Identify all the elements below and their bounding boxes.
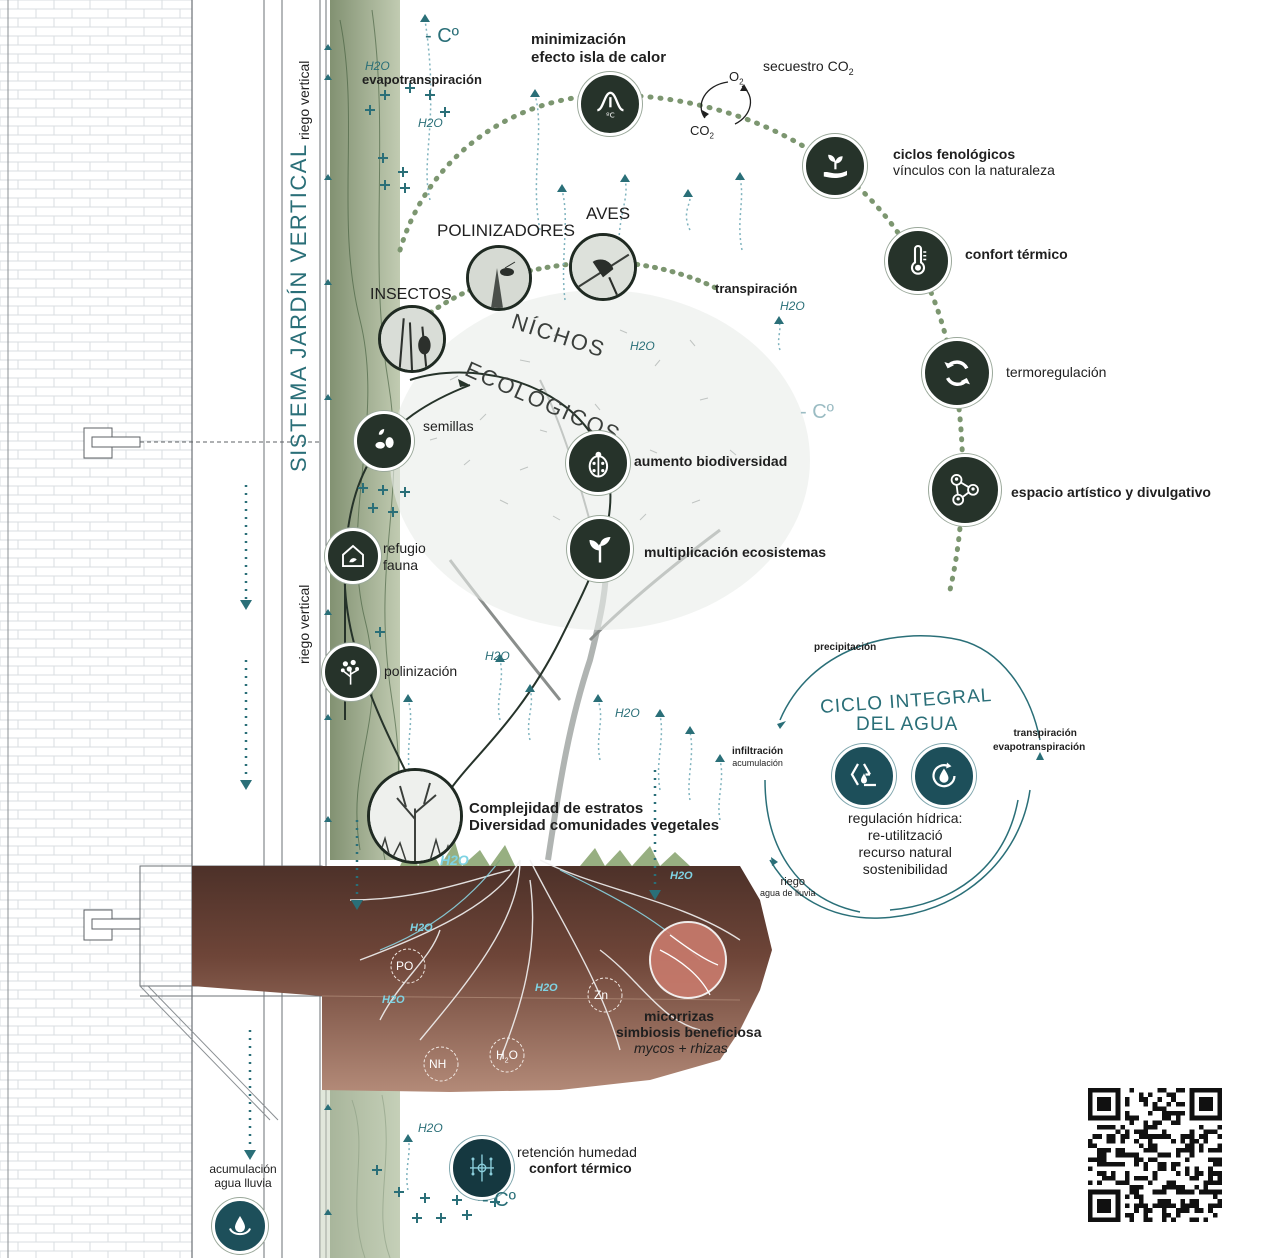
riego-vertical-bottom: riego vertical <box>296 584 312 664</box>
h2o-label-4: H2O <box>485 649 510 663</box>
pollination-flower-icon <box>322 643 380 701</box>
h2o-label-bottom: H2O <box>418 1121 443 1135</box>
birdhouse-icon <box>325 528 381 584</box>
insectos-label: INSECTOS <box>370 286 452 303</box>
h2o-label-6: H2O <box>365 59 390 73</box>
h2o-label-3: H2O <box>630 339 655 353</box>
semillas-label: semillas <box>423 418 474 434</box>
water-drop-icon <box>212 1198 268 1254</box>
h2o-label-5: H2O <box>615 706 640 720</box>
retencion-label: retención humedad confort térmico <box>517 1144 637 1176</box>
water-cycle-rings <box>764 635 1041 919</box>
ladybug-icon <box>566 431 630 495</box>
secuestro-co2-label: secuestro CO2 <box>763 58 854 77</box>
refresh-icon <box>922 338 992 408</box>
svg-text:ºC: ºC <box>606 110 614 119</box>
h2o-big-label: H2O <box>440 852 469 868</box>
precipitacion-label: precipitación <box>814 642 877 653</box>
recycle-icon <box>832 744 896 808</box>
co2-label: CO2 <box>690 123 714 141</box>
qr-code[interactable] <box>1088 1088 1222 1222</box>
refugio-fauna-label: refugio fauna <box>383 540 426 573</box>
polinizadores-photo <box>466 245 532 311</box>
minus-celsius-mid: - Cº <box>800 401 834 423</box>
thermometer-icon <box>885 228 951 294</box>
h2o-soil-4: H2O <box>535 982 558 994</box>
zn-label: Zn <box>594 988 609 1002</box>
complejidad-label: Complejidad de estratos Diversidad comun… <box>469 800 720 834</box>
nh-label: NH <box>429 1057 447 1071</box>
isla-calor-label: minimización efecto isla de calor <box>531 31 667 66</box>
po-label: PO <box>396 959 414 973</box>
polinizadores-label: POLINIZADORES <box>437 221 575 240</box>
insectos-photo <box>378 305 446 373</box>
espacio-artistico-label: espacio artístico y divulgativo <box>1011 484 1211 500</box>
h2o-soil-3: H2O <box>382 994 405 1006</box>
aves-photo <box>569 233 637 301</box>
h2o-label-1: H2O <box>418 116 443 130</box>
aves-label: AVES <box>586 204 631 223</box>
water-cycle-drop-icon <box>912 744 976 808</box>
soil-section <box>192 866 772 1092</box>
estratos-photo <box>367 768 463 864</box>
h2o-molecule-label: H2O <box>496 1048 518 1065</box>
benefits-arc <box>397 92 966 593</box>
riego-cycle-label: riego agua de lluvia <box>760 876 816 898</box>
seeds-icon <box>354 411 414 471</box>
acumulacion-label: acumulación agua lluvia <box>209 1162 277 1190</box>
micorrizas-detail <box>649 921 727 999</box>
minus-celsius-top: - Cº <box>425 25 459 47</box>
sprout-icon <box>567 516 633 582</box>
network-people-icon <box>929 454 1001 526</box>
ciclos-fenologicos-label: ciclos fenológicos vínculos con la natur… <box>893 146 1055 178</box>
humidity-network-icon <box>450 1136 514 1200</box>
wall-anchor-bottom <box>83 909 141 941</box>
polinizacion-label: polinización <box>384 663 458 679</box>
o2-label: O2 <box>729 69 744 87</box>
wall-anchor-top <box>83 427 320 459</box>
h2o-label-2: H2O <box>780 299 805 313</box>
infiltracion-label: infiltración acumulación <box>732 746 784 768</box>
confort-termico-label: confort térmico <box>965 246 1068 262</box>
transpiracion-cycle-label: transpiración evapotranspiración <box>993 728 1086 753</box>
transpiracion-label: transpiración <box>715 281 798 296</box>
plant-hand-icon <box>803 134 867 198</box>
ciclo-title-line2: DEL AGUA <box>856 714 959 735</box>
aumento-biodiversidad-label: aumento biodiversidad <box>634 453 788 469</box>
riego-vertical-top: riego vertical <box>296 60 312 140</box>
micorrizas-label: micorrizas simbiosis beneficiosa mycos +… <box>616 1008 762 1056</box>
termoregulacion-label: termoregulación <box>1006 364 1107 380</box>
thermometer-heat-icon: ºC <box>578 72 642 136</box>
h2o-soil-2: H2O <box>410 922 433 934</box>
evapotranspiracion-label: evapotranspiración <box>362 72 482 87</box>
regulacion-label: regulación hídrica: re-utilització recur… <box>848 810 963 877</box>
sistema-jardin-label: SISTEMA JARDÍN VERTICAL <box>286 143 311 472</box>
minus-celsius-bottom: - Cº <box>482 1189 516 1211</box>
h2o-soil-1: H2O <box>670 870 693 882</box>
multiplicacion-ecosistemas-label: multiplicación ecosistemas <box>644 544 827 560</box>
brick-wall <box>0 0 192 1258</box>
roots <box>349 859 741 1061</box>
